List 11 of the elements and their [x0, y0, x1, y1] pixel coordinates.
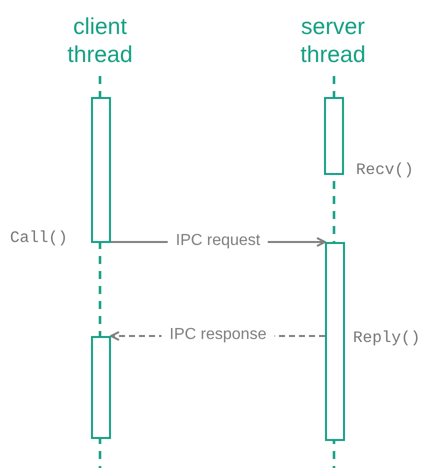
function-label: Call()	[10, 229, 68, 247]
function-label: Recv()	[356, 161, 414, 179]
edge-label: IPC response	[162, 326, 274, 344]
activation-bar	[324, 97, 344, 175]
lifeline-header: server thread	[273, 12, 393, 68]
lifeline-header: client thread	[40, 12, 160, 68]
edge-label: IPC request	[168, 232, 268, 250]
function-label: Reply()	[353, 329, 420, 347]
activation-bar	[325, 242, 345, 441]
activation-bar	[91, 97, 111, 243]
activation-bar	[91, 336, 111, 439]
